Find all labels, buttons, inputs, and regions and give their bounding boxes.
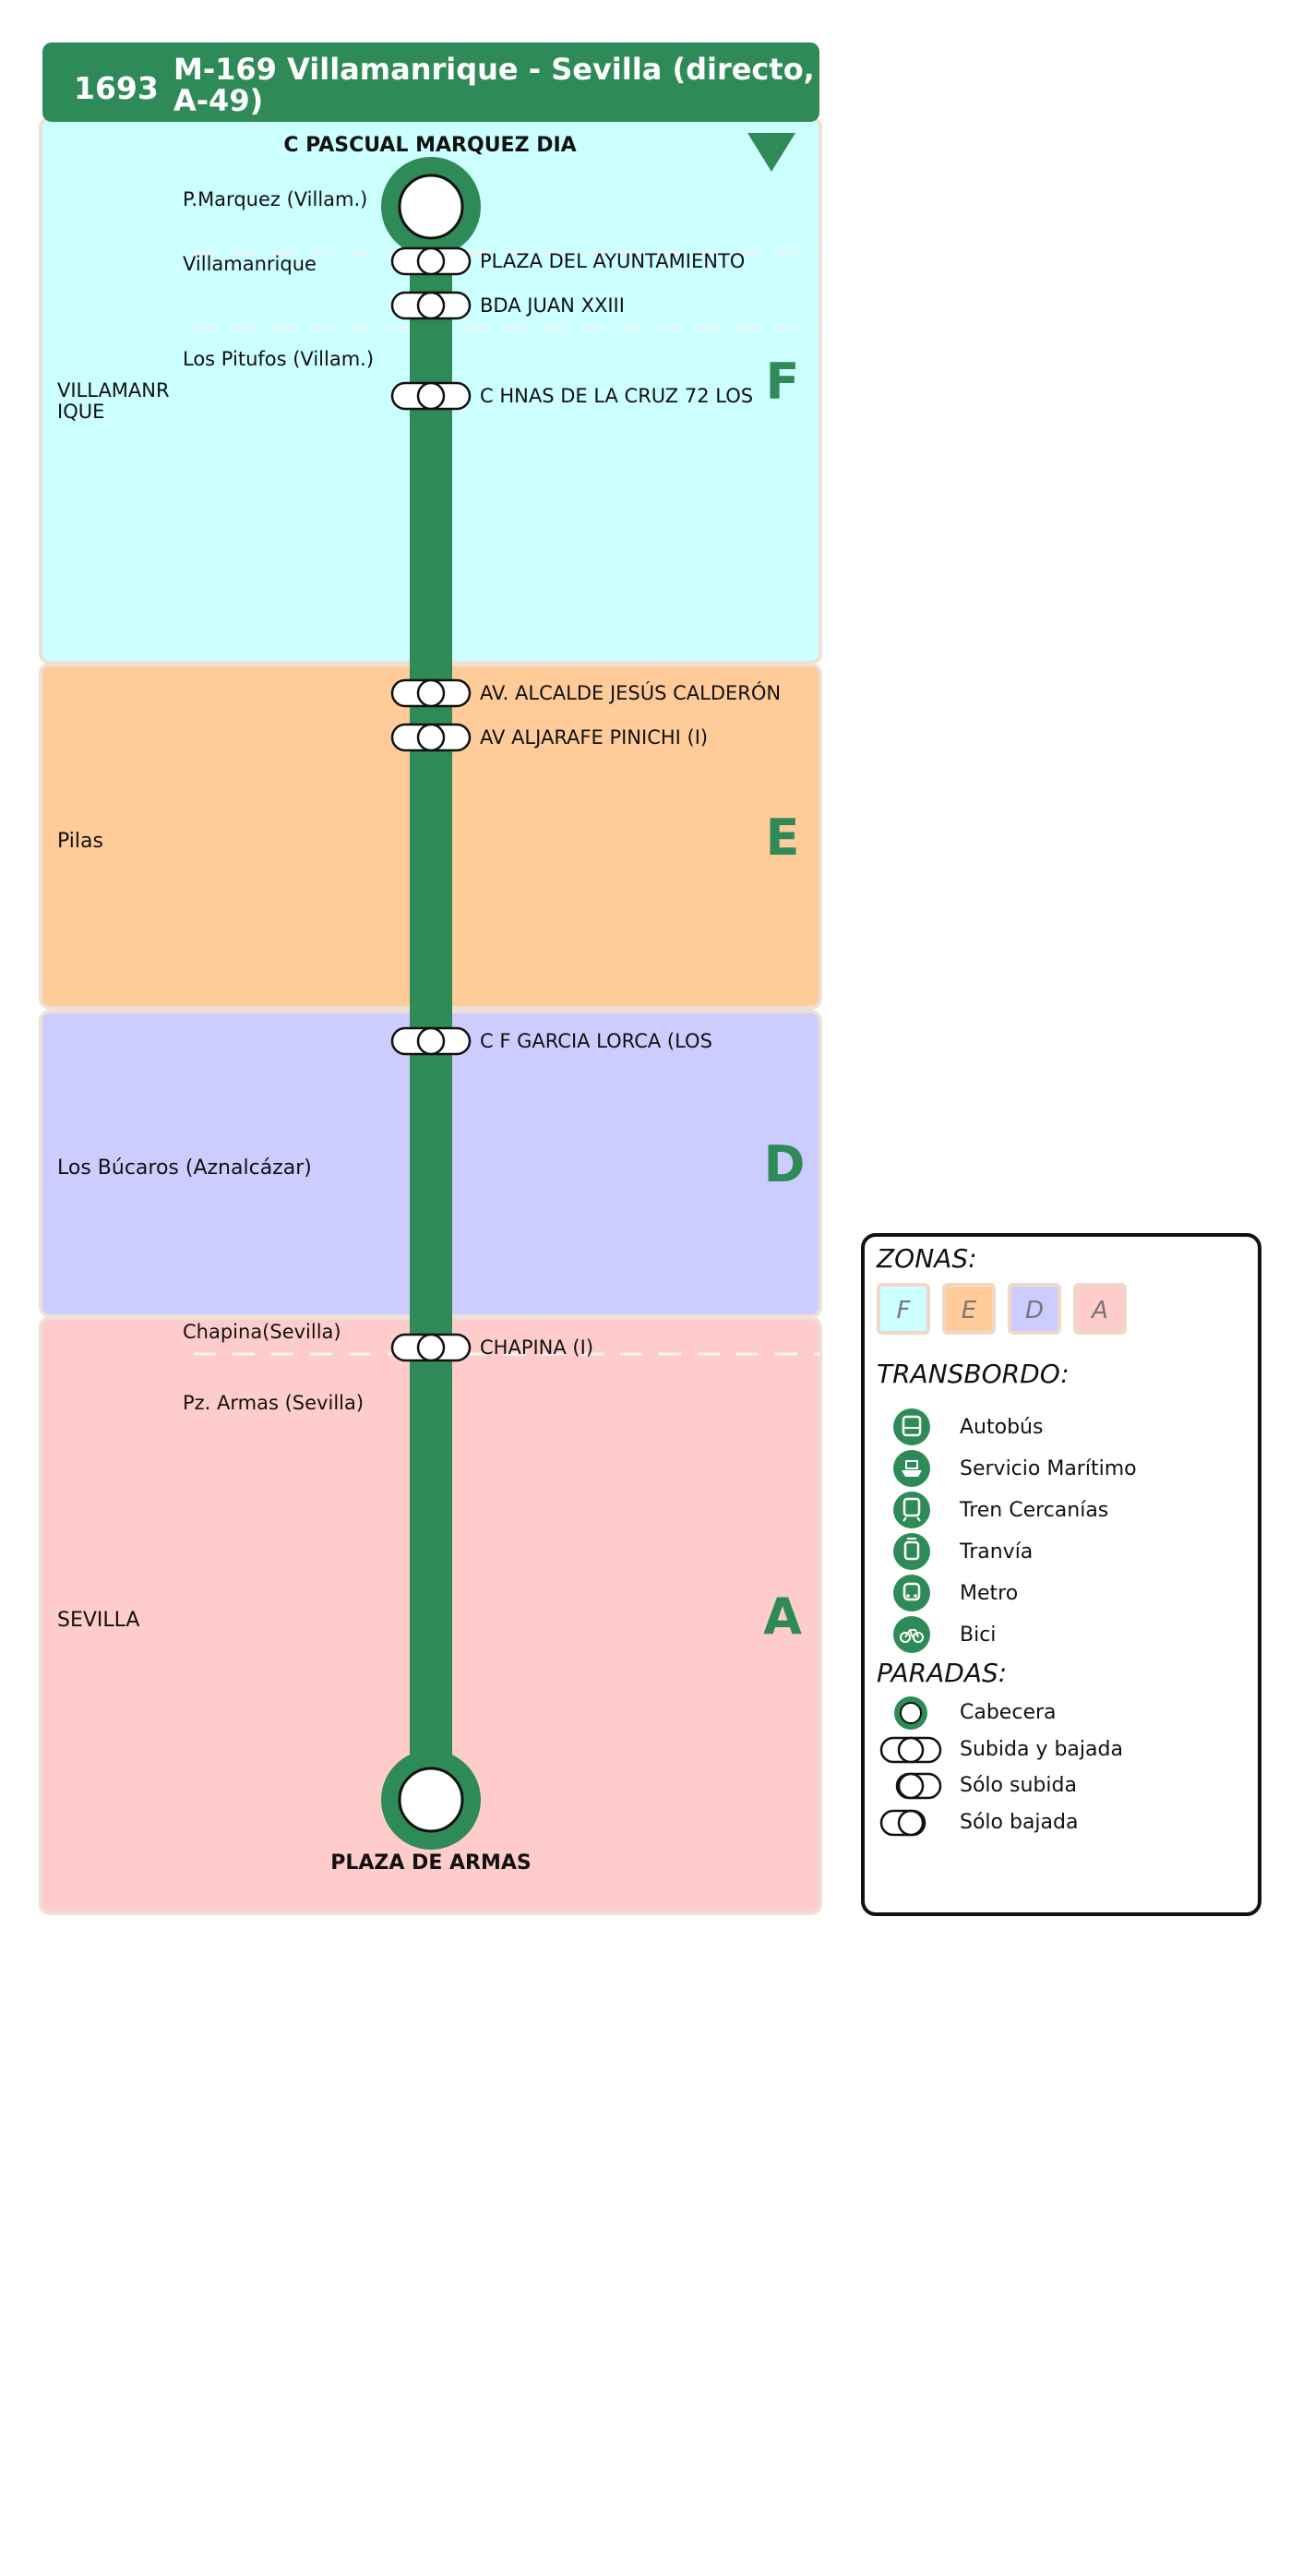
legend-transfer-title: TRANSBORDO: <box>877 1359 1070 1389</box>
stop-label: AV ALJARAFE PINICHI (I) <box>480 726 708 749</box>
bike-icon <box>893 1616 930 1653</box>
svg-text:D: D <box>1025 1297 1044 1324</box>
board-alight-icon <box>879 1736 942 1764</box>
stop-list: PLAZA DEL AYUNTAMIENTO BDA JUAN XXIII C … <box>390 246 781 1362</box>
legend: ZONAS: F E D A TRANSBORDO: Autobús <box>861 1233 1261 1916</box>
stop-label: AV. ALCALDE JESÚS CALDERÓN <box>480 681 781 704</box>
stop-pill-icon <box>390 678 472 708</box>
route-line <box>410 207 452 1803</box>
localities: P.Marquez (Villam.) Villamanrique Los Pi… <box>183 188 374 1414</box>
zone-a-municipality: SEVILLA <box>57 1609 139 1632</box>
legend-transfer-label: Servicio Marítimo <box>960 1457 1137 1480</box>
locality-label: Pz. Armas (Sevilla) <box>183 1392 364 1414</box>
locality-label: Los Pitufos (Villam.) <box>183 348 374 370</box>
legend-zone-swatch-f: F <box>877 1283 930 1335</box>
board-only-icon <box>895 1772 942 1800</box>
locality-label: Villamanrique <box>183 253 317 275</box>
direction-arrow-icon <box>747 133 795 172</box>
legend-transfer-label: Autobús <box>960 1416 1043 1439</box>
ship-icon <box>893 1450 930 1487</box>
stop-pill-icon <box>390 1026 472 1056</box>
tram-icon <box>893 1533 930 1570</box>
legend-zone-swatch-d: D <box>1008 1283 1061 1335</box>
top-terminal-icon <box>381 157 481 257</box>
legend-stop-label: Sólo bajada <box>960 1811 1078 1834</box>
legend-transfer-label: Tranvía <box>959 1540 1033 1564</box>
svg-text:F: F <box>897 1297 912 1324</box>
legend-zone-swatch-a: A <box>1073 1283 1127 1335</box>
route-header: 1693 M-169 Villamanrique - Sevilla (dire… <box>42 42 819 122</box>
zone-d-municipality: Los Búcaros (Aznalcázar) <box>57 1156 312 1180</box>
stop-label: C HNAS DE LA CRUZ 72 LOS <box>480 385 753 407</box>
legend-box <box>861 1233 1261 1916</box>
bus-icon <box>893 1408 930 1445</box>
route-number: 1693 <box>74 70 159 106</box>
alight-only-icon <box>879 1809 926 1837</box>
legend-stop-label: Cabecera <box>960 1701 1057 1724</box>
legend-transfer-label: Metro <box>960 1582 1018 1605</box>
legend-stops-title: PARADAS: <box>877 1658 1007 1688</box>
zone-e-municipality: Pilas <box>57 830 103 853</box>
stop-label: BDA JUAN XXIII <box>480 294 625 317</box>
bottom-terminal-icon <box>381 1750 481 1850</box>
stop-label: PLAZA DEL AYUNTAMIENTO <box>480 250 745 272</box>
stop-label: C F GARCIA LORCA (LOS <box>480 1030 712 1052</box>
top-terminal-label: C PASCUAL MARQUEZ DIA <box>283 134 576 157</box>
header-background <box>42 42 819 122</box>
legend-transfer-label: Tren Cercanías <box>959 1499 1108 1522</box>
zone-d-letter: D <box>764 1135 806 1193</box>
zone-e-letter: E <box>766 809 800 867</box>
zone-a-letter: A <box>763 1588 802 1646</box>
train-icon <box>893 1492 930 1528</box>
locality-label: Chapina(Sevilla) <box>183 1321 341 1343</box>
legend-zones-title: ZONAS: <box>876 1243 977 1274</box>
stop-pill-icon <box>390 381 472 411</box>
legend-stop-label: Sólo subida <box>960 1774 1077 1797</box>
legend-transfer-label: Bici <box>960 1623 996 1647</box>
stop-pill-icon <box>390 1333 472 1362</box>
locality-label: P.Marquez (Villam.) <box>183 188 367 210</box>
legend-stop-label: Subida y bajada <box>960 1738 1123 1761</box>
metro-icon <box>893 1575 930 1611</box>
stop-pill-icon <box>390 291 472 320</box>
stop-pill-icon <box>390 246 472 276</box>
svg-text:E: E <box>962 1297 977 1324</box>
bottom-terminal-label: PLAZA DE ARMAS <box>330 1851 532 1875</box>
route-title: M-169 Villamanrique - Sevilla (directo,A… <box>173 52 815 118</box>
stop-label: CHAPINA (I) <box>480 1336 593 1359</box>
zone-f-letter: F <box>766 353 800 411</box>
stop-pill-icon <box>390 723 472 752</box>
terminus-icon <box>894 1696 927 1730</box>
svg-text:A: A <box>1090 1297 1108 1324</box>
legend-zone-swatch-e: E <box>942 1283 996 1335</box>
